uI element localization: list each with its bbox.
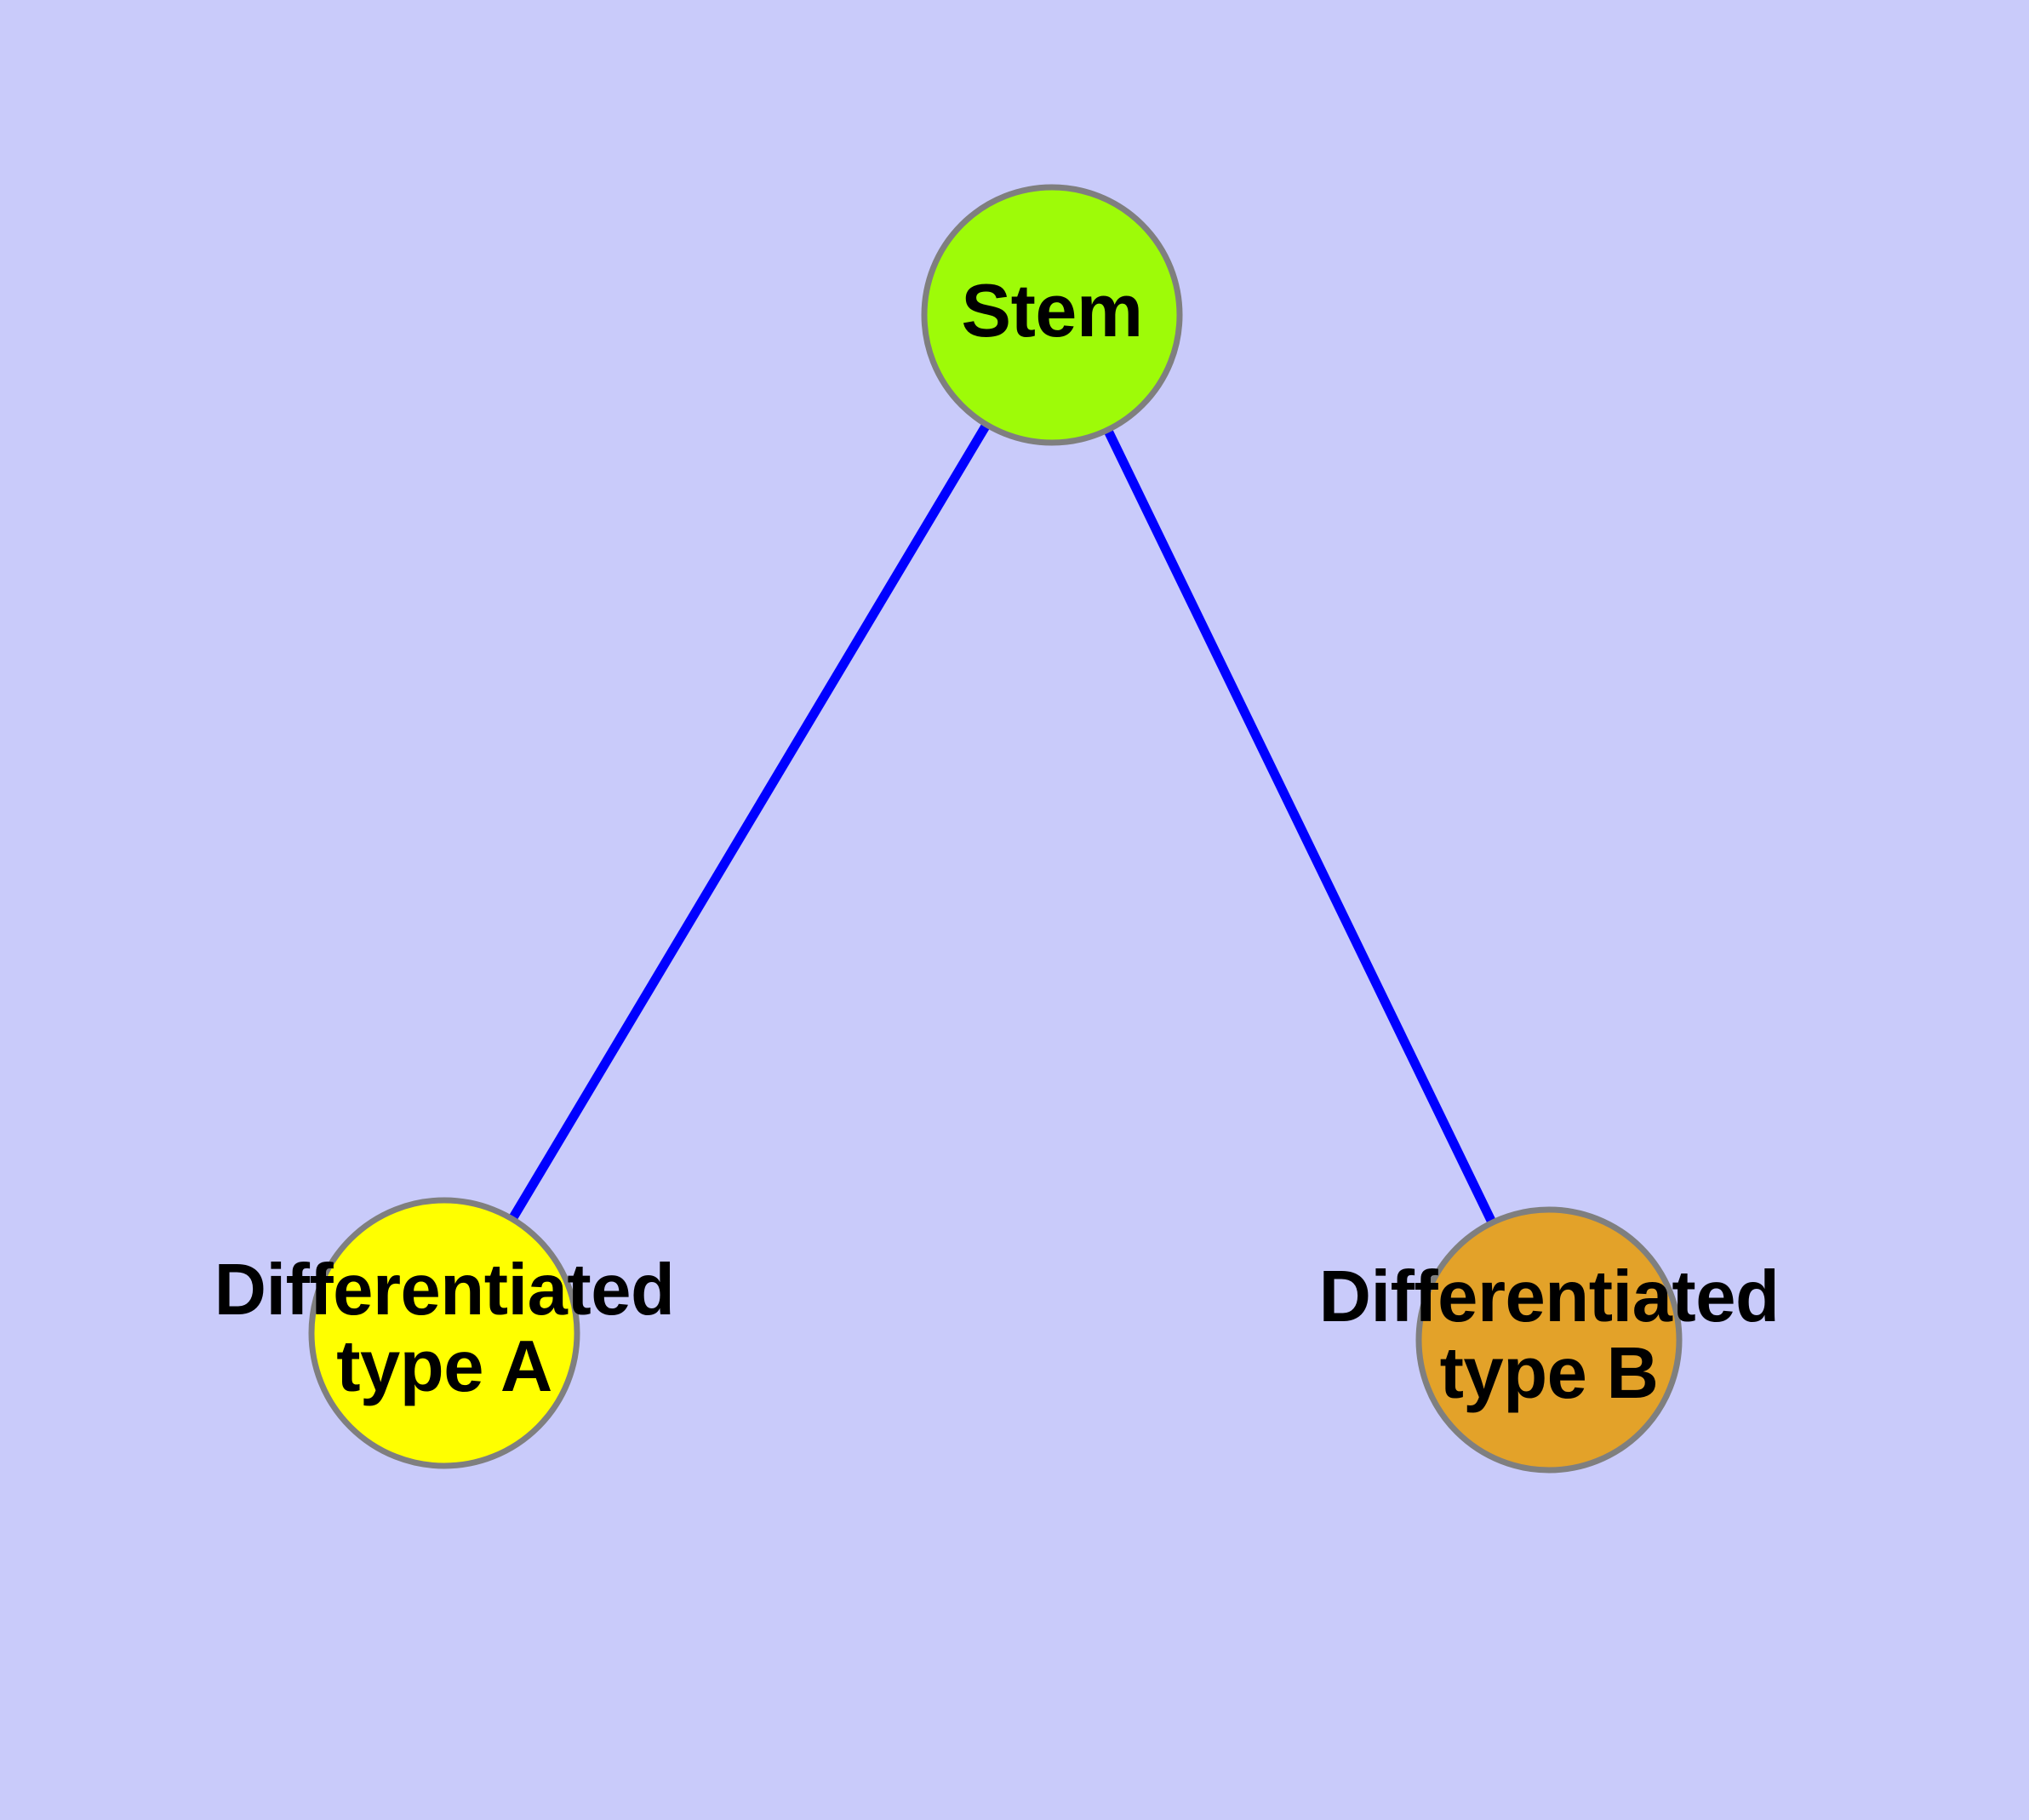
node-differentiated-type-b[interactable]: [1415, 1206, 1683, 1474]
edge-stem-to-differentiated-type-b[interactable]: [1104, 430, 1495, 1223]
edges-group: [509, 424, 1495, 1223]
node-differentiated-type-a[interactable]: [308, 1197, 580, 1469]
edge-stem-to-differentiated-type-a[interactable]: [509, 424, 990, 1220]
nodes-group: [308, 184, 1683, 1474]
node-stem[interactable]: [921, 184, 1183, 446]
